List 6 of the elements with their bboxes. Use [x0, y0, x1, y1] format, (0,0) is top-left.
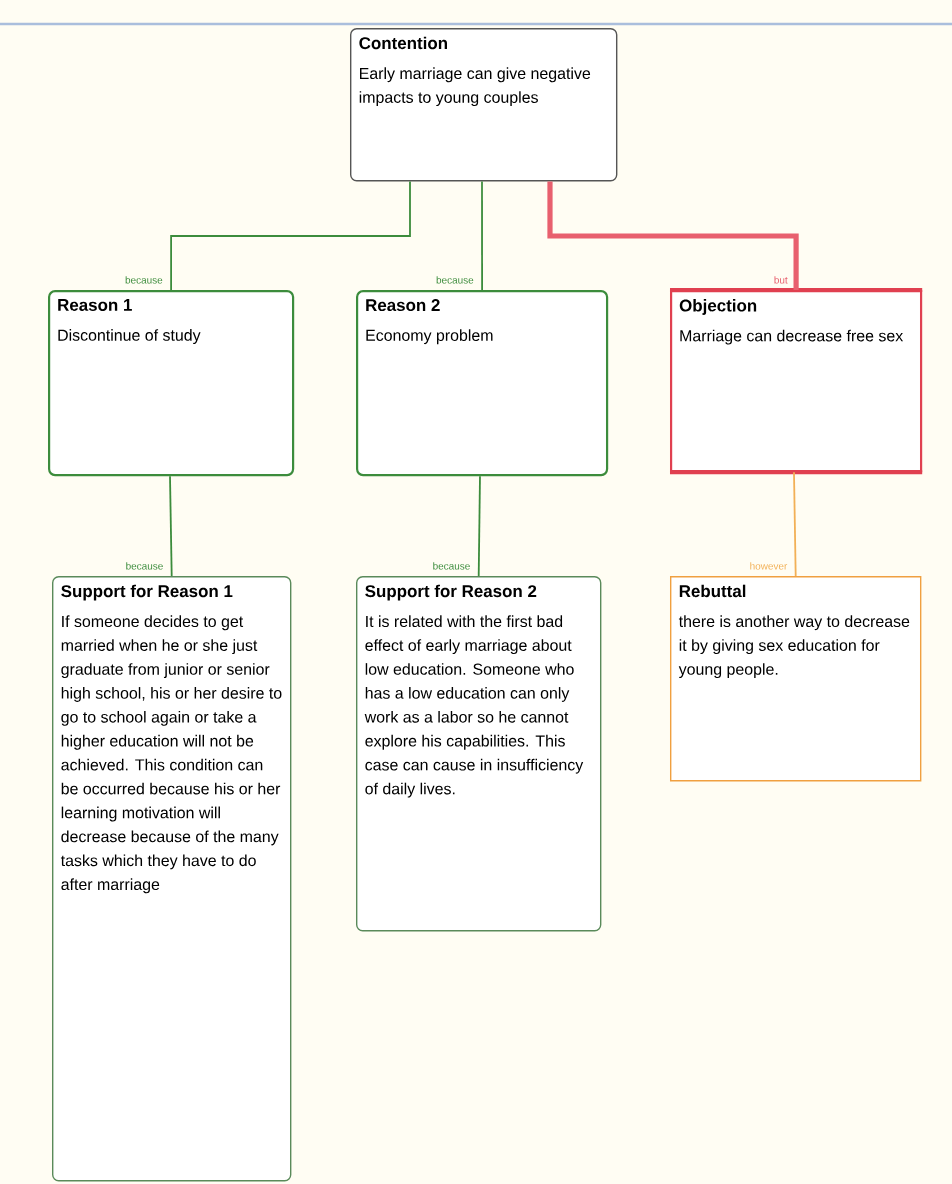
- connector: [793, 471, 797, 577]
- connector: [547, 181, 799, 290]
- connector: [481, 180, 483, 291]
- connector: [169, 475, 173, 577]
- connector: [170, 180, 411, 291]
- connector: [477, 475, 481, 577]
